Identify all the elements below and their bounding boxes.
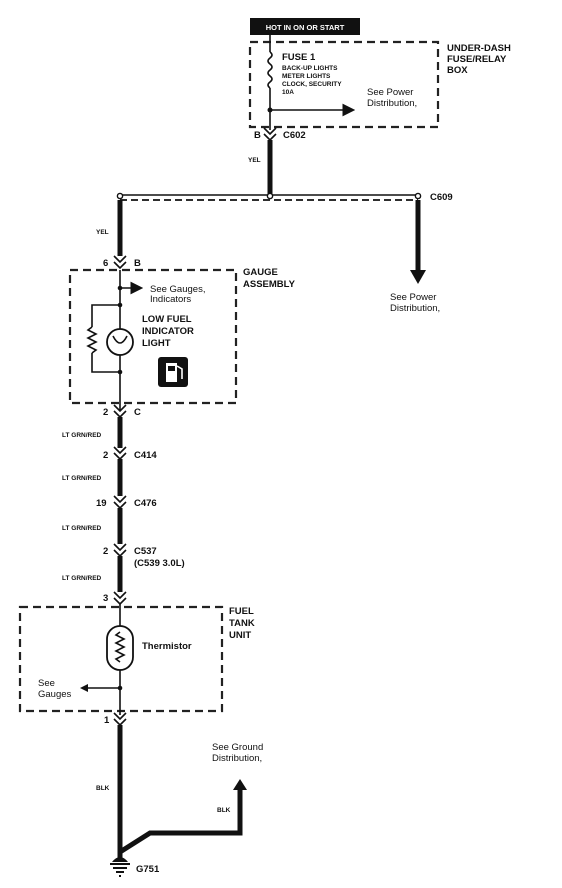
wire-ltgrn-1: LT GRN/RED [62,432,102,439]
wire-blk-1: BLK [96,785,110,792]
tank-see-gauges-2: Gauges [38,689,72,700]
fuse-name: FUSE 1 [282,52,316,63]
gauge-title-2: ASSEMBLY [243,279,296,290]
fuse-box-title-2: FUSE/RELAY [447,54,507,65]
hot-label-text: HOT IN ON OR START [266,23,345,32]
ground-label: G751 [136,864,160,875]
fuse-box-title-1: UNDER-DASH [447,43,511,54]
fuse-see-power-2: Distribution, [367,98,417,109]
indicator-bulb [106,328,134,356]
gauge-in-letter: B [134,258,141,269]
tank-see-gauges-1: See [38,678,55,689]
c476-label: C476 [134,498,157,509]
right-see-power-2: Distribution, [390,303,440,314]
fuse-desc-2: METER LIGHTS [282,73,331,80]
resistor-symbol [86,326,98,354]
tank-title-3: UNIT [229,630,251,641]
fuse-relay-box: UNDER-DASH FUSE/RELAY BOX [248,40,511,129]
thermistor-label: Thermistor [142,641,192,652]
light-label-2: INDICATOR [142,326,194,337]
light-label-3: LIGHT [142,338,171,349]
c602-pin: B [254,130,261,141]
gauge-out-pin: 2 [103,407,108,418]
wire-yel-2: YEL [96,229,109,236]
tank-title-2: TANK [229,618,255,629]
fuel-pump-icon [158,357,188,387]
ground-dist-2: Distribution, [212,753,262,764]
hot-label: HOT IN ON OR START [250,18,360,35]
fuse-see-power-1: See Power [367,87,413,98]
c602-label: C602 [283,130,306,141]
gauge-in-pin: 6 [103,258,108,269]
c609-label: C609 [430,192,453,203]
c537-label: C537 [134,546,157,557]
gauge-out-letter: C [134,407,141,418]
gauge-title-1: GAUGE [243,267,278,278]
fuel-tank-unit-box: FUEL TANK UNIT [18,605,255,713]
c476-pin: 19 [96,498,107,509]
wire-ltgrn-4: LT GRN/RED [62,575,102,582]
c537-pin: 2 [103,546,108,557]
fuse-box-title-3: BOX [447,65,468,76]
right-branch-arrow [410,270,426,284]
wire-ltgrn-3: LT GRN/RED [62,525,102,532]
fuse-symbol [267,51,273,89]
gauge-see-gauges-1: See Gauges, [150,284,205,295]
fuse-rating: 10A [282,89,294,96]
tank-title-1: FUEL [229,606,254,617]
wire-blk-2: BLK [217,807,231,814]
ground-symbol [110,857,130,877]
light-label-1: LOW FUEL [142,314,192,325]
ground-dist-1: See Ground [212,742,263,753]
wire-yel-1: YEL [248,157,261,164]
c537-alt-label: (C539 3.0L) [134,558,185,569]
fuse-desc-3: CLOCK, SECURITY [282,81,342,88]
c414-pin: 2 [103,450,108,461]
wire-blk-branch [118,790,243,855]
right-see-power-1: See Power [390,292,436,303]
gauge-assembly-box: GAUGE ASSEMBLY [68,267,296,405]
tank-in-pin: 3 [103,593,108,604]
gauge-see-gauges-2: Indicators [150,294,191,305]
tank-out-pin: 1 [104,715,110,726]
c414-label: C414 [134,450,157,461]
fuse-desc-1: BACK-UP LIGHTS [282,65,338,72]
wire-ltgrn-2: LT GRN/RED [62,475,102,482]
